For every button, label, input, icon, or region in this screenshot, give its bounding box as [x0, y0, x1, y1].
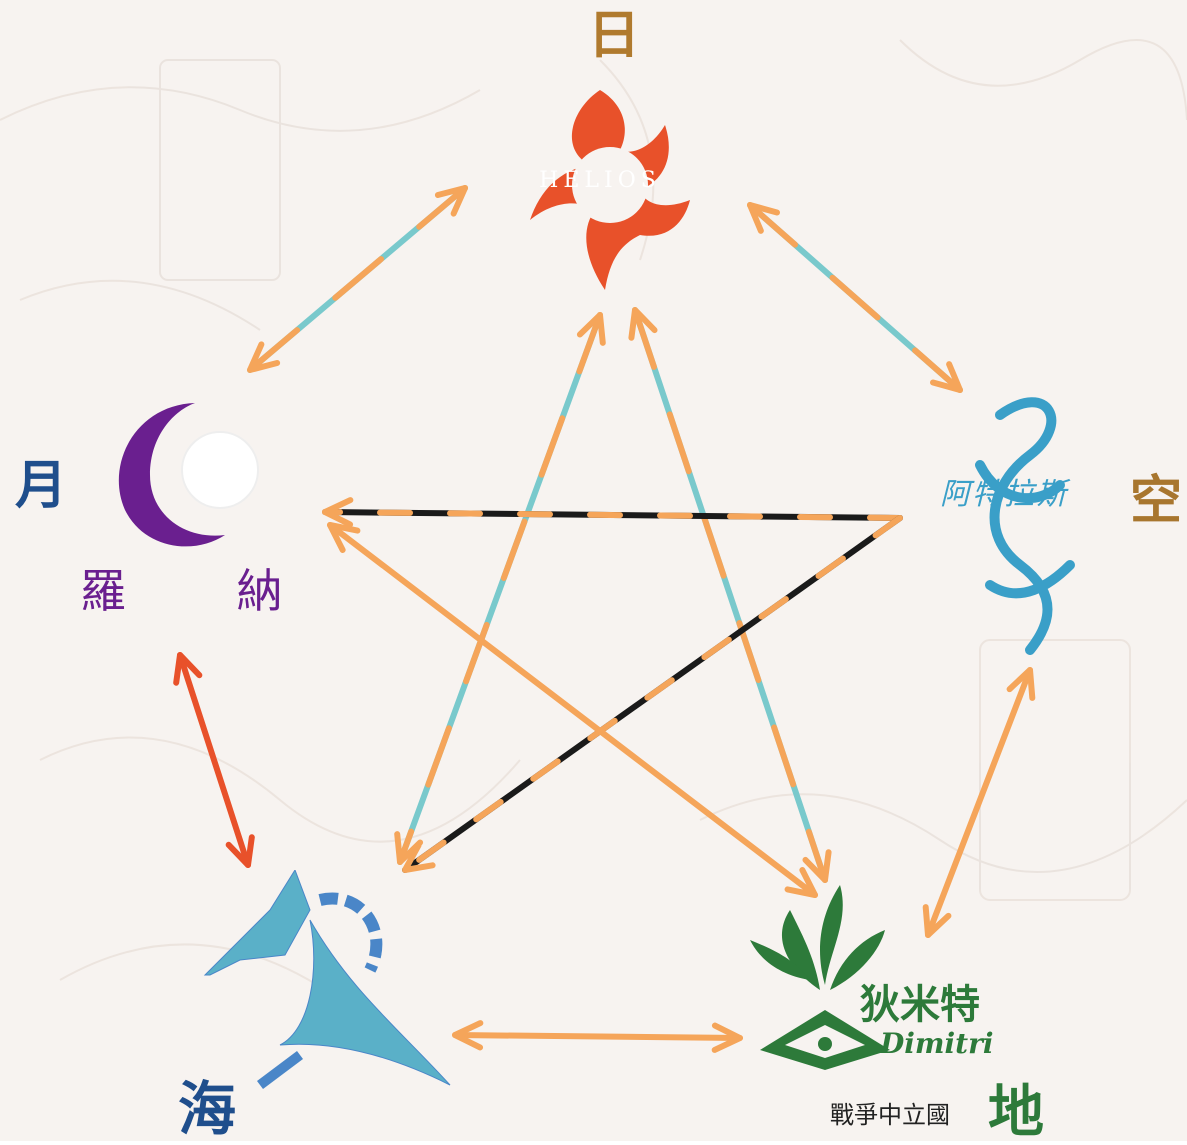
edge-arrowhead	[711, 1022, 743, 1053]
edge-arrowhead	[784, 867, 818, 898]
sky-element-label: 空	[1130, 471, 1183, 531]
edge-arrowhead	[173, 652, 203, 686]
edge-arrowhead	[327, 522, 361, 553]
edge-arrowhead	[930, 361, 963, 393]
edge-arrowhead	[1006, 667, 1036, 701]
moon-emblem-icon	[118, 403, 259, 547]
edge-sun-moon	[247, 185, 468, 373]
edge-arrowhead	[322, 497, 354, 528]
moon-emblem-label: 羅 納	[80, 564, 331, 618]
sea-emblem-icon	[203, 870, 451, 1089]
sky-emblem-label: 阿特拉斯	[940, 477, 1068, 512]
earth-emblem-sublabel: Dimitri	[880, 1027, 994, 1060]
sun-emblem-label: HELIOS	[539, 168, 661, 193]
edge-arrowhead	[402, 842, 436, 873]
sea-element-label: 海	[178, 1075, 237, 1143]
edge-sun-sea	[394, 312, 606, 865]
earth-element-label: 地	[988, 1080, 1044, 1145]
earth-emblem-icon	[750, 885, 890, 1070]
edge-arrowhead	[628, 307, 658, 341]
edge-arrowhead	[747, 202, 780, 234]
edge-sun-sky	[747, 202, 963, 393]
edge-arrowhead	[802, 849, 832, 883]
edge-sky-moon	[322, 497, 903, 528]
edge-earth-sea	[452, 1020, 743, 1053]
sun-emblem-icon	[530, 90, 690, 290]
earth-caption: 戰爭中立國	[830, 1101, 950, 1129]
edge-moon-earth	[327, 522, 818, 898]
sun-element-label: 日	[588, 6, 641, 66]
edge-sky-sea	[402, 515, 903, 873]
edge-arrowhead	[576, 312, 606, 346]
moon-element-label: 月	[15, 456, 68, 516]
edge-moon-sea	[173, 652, 255, 868]
edge-arrowhead	[922, 904, 952, 938]
sky-emblem-icon	[975, 397, 1075, 655]
earth-emblem-label: 狄米特	[860, 982, 980, 1028]
edge-sun-earth	[628, 307, 832, 883]
edge-arrowhead	[434, 185, 468, 217]
edge-arrowhead	[452, 1020, 484, 1051]
edge-arrowhead	[225, 834, 255, 868]
edge-arrowhead	[247, 341, 281, 373]
edge-sky-earth	[922, 667, 1036, 938]
